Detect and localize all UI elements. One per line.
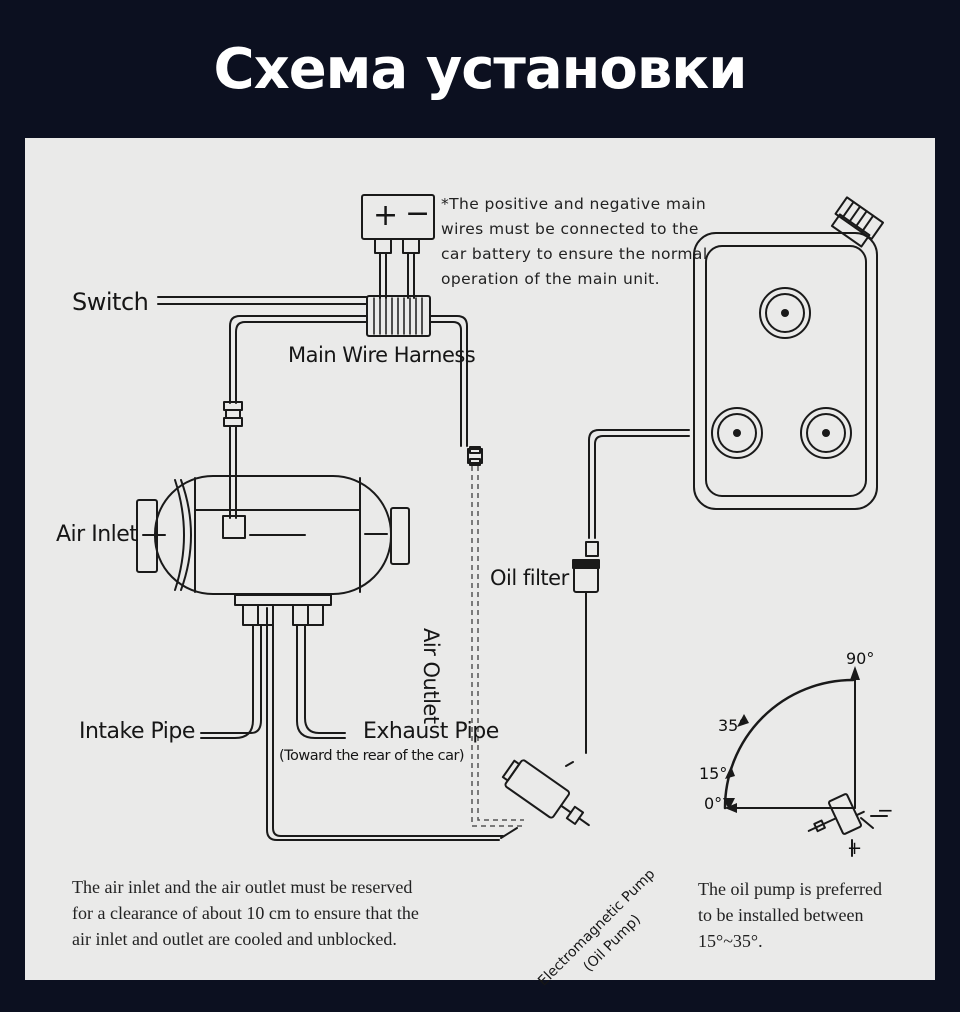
angle-label-35: 35°	[718, 716, 747, 735]
oil-filter-label: Oil filter	[490, 566, 569, 590]
battery-minus-sign: −	[405, 196, 430, 231]
header: Схема установки	[0, 0, 960, 138]
angle-note: The oil pump is preferred to be installe…	[698, 879, 882, 951]
angle-label-15: 15°	[699, 764, 728, 783]
air-inlet-label: Air Inlet	[56, 522, 138, 547]
diagram-drawing	[136, 194, 888, 857]
angled-pump-icon	[807, 793, 865, 835]
angle-label-0: 0°	[704, 794, 723, 813]
battery-icon	[361, 194, 435, 240]
battery-note: *The positive and negative main wires mu…	[441, 195, 708, 288]
oil-pump-icon	[501, 759, 590, 827]
exhaust-pipe-note: (Toward the rear of the car)	[279, 748, 465, 764]
page-title: Схема установки	[213, 36, 747, 102]
intake-pipe-label: Intake Pipe	[79, 719, 195, 744]
fuel-tank-icon	[693, 196, 885, 510]
battery-plus-sign: +	[373, 198, 398, 233]
installation-diagram: + − *The positive and negative main wire…	[25, 138, 935, 989]
exhaust-pipe-label: Exhaust Pipe	[363, 719, 499, 744]
heater-unit-icon	[136, 475, 410, 626]
clearance-note: The air inlet and the air outlet must be…	[72, 877, 419, 949]
pump-minus-sign: −	[877, 798, 894, 822]
switch-label: Switch	[72, 288, 149, 316]
angle-label-90: 90°	[846, 649, 875, 668]
pump-plus-sign: +	[847, 838, 863, 859]
main-wire-harness-label: Main Wire Harness	[288, 343, 476, 367]
air-outlet-label: Air Outlet	[419, 628, 443, 724]
